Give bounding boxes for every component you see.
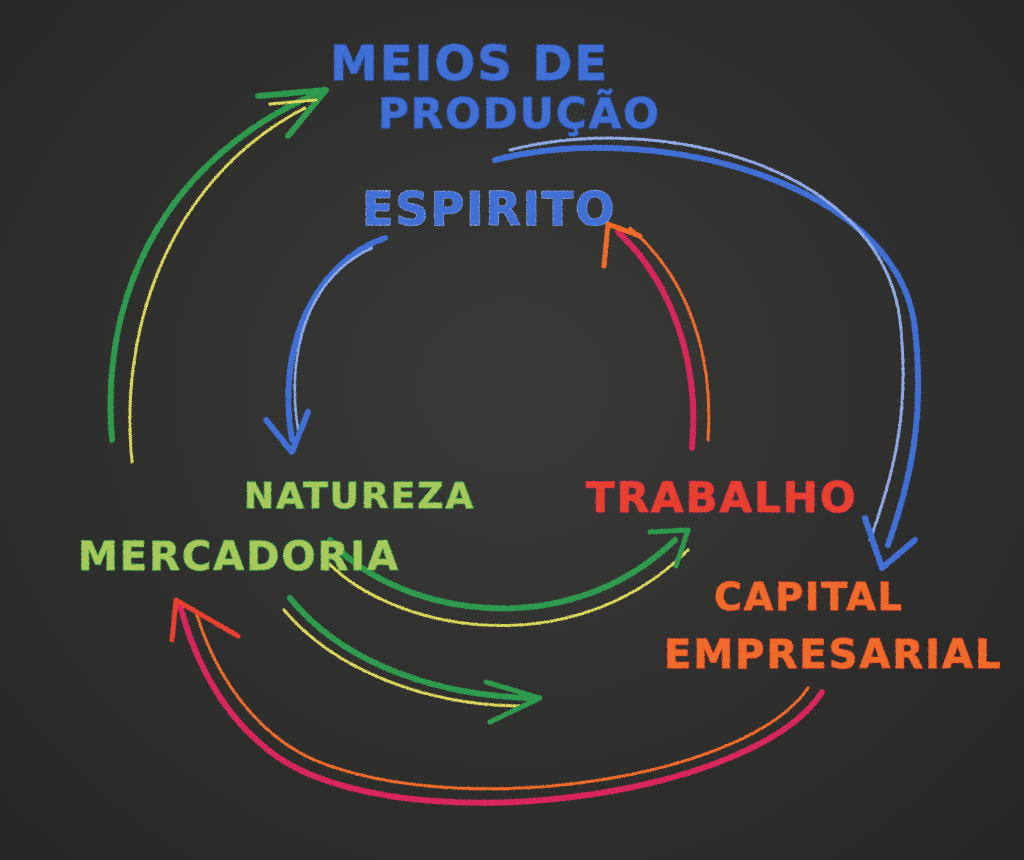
label-natureza: NATUREZA — [244, 476, 475, 517]
label-meios-de-line1: MEIOS DE — [330, 36, 609, 92]
label-mercadoria: MERCADORIA — [78, 534, 400, 580]
label-meios-de-line2: PRODUÇÃO — [378, 88, 661, 138]
label-trabalho: TRABALHO — [586, 473, 858, 522]
arrow-meios-to-capital — [492, 136, 922, 571]
arrow-mercadoria-to-trabalho — [320, 527, 691, 627]
arrow-mercadoria-to-meios — [107, 87, 329, 464]
label-espirito: ESPIRITO — [362, 182, 616, 236]
label-capital-line1: CAPITAL — [714, 575, 904, 619]
arrow-capital-to-mercadoria — [169, 597, 825, 806]
label-capital-line2: EMPRESARIAL — [664, 632, 1002, 678]
arrow-mercadoria-to-bottom — [282, 595, 543, 725]
arrow-trabalho-to-espirito — [601, 221, 711, 451]
arrow-espirito-to-natureza — [263, 235, 388, 455]
